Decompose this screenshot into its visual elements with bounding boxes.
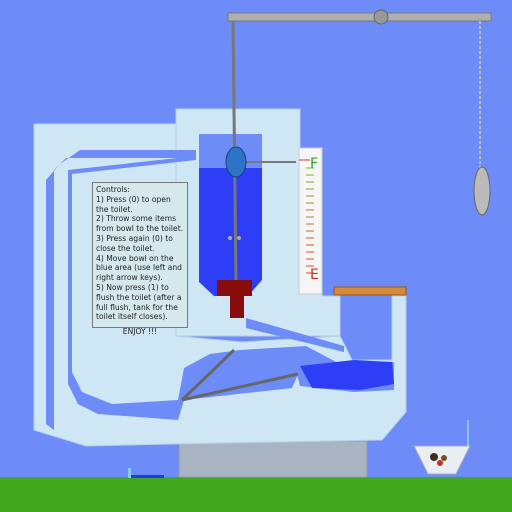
rod-joint-right — [237, 236, 241, 240]
flush-channel-inner — [68, 156, 340, 420]
tank-outlet-pipe — [246, 318, 344, 352]
control-step-2: 2) Throw some items from bowl to the toi… — [96, 214, 184, 234]
controls-panel: Controls: 1) Press (0) to open the toile… — [92, 182, 188, 336]
bowl-water — [300, 360, 394, 390]
flush-lever-arm — [227, 12, 492, 22]
flush-plug — [217, 280, 252, 318]
control-step-4: 4) Move bowl on the blue area (use left … — [96, 253, 182, 283]
lid-support-rod — [180, 348, 236, 402]
lever-pivot — [373, 9, 389, 25]
item-ball-dark[interactable] — [430, 453, 438, 461]
controls-closing: ENJOY !!! — [122, 327, 158, 337]
toilet-pedestal — [178, 440, 368, 478]
float-ball — [225, 146, 247, 178]
tank-gauge — [298, 147, 323, 295]
gauge-empty-label: E — [310, 267, 319, 283]
control-step-5: 5) Now press (1) to flush the toilet (af… — [96, 282, 182, 322]
gauge-ticks — [306, 167, 314, 274]
item-ball-white[interactable] — [429, 462, 435, 468]
water-puddle — [130, 475, 164, 478]
chain-handle[interactable] — [473, 166, 491, 216]
control-step-1: 1) Press (0) to open the toilet. — [96, 194, 171, 214]
control-step-3: 3) Press again (0) to close the toilet. — [96, 233, 173, 253]
drip-stream — [128, 468, 131, 478]
gauge-full-label: F — [310, 156, 318, 172]
movable-bowl[interactable] — [413, 420, 471, 475]
controls-title: Controls: — [96, 185, 130, 194]
rod-joint-left — [228, 236, 232, 240]
ground — [0, 477, 512, 512]
tank-water — [199, 168, 262, 296]
item-ball-red[interactable] — [437, 460, 443, 466]
shelf — [333, 286, 407, 296]
item-ball-brown[interactable] — [441, 455, 447, 461]
lid-link-rod — [181, 372, 299, 402]
